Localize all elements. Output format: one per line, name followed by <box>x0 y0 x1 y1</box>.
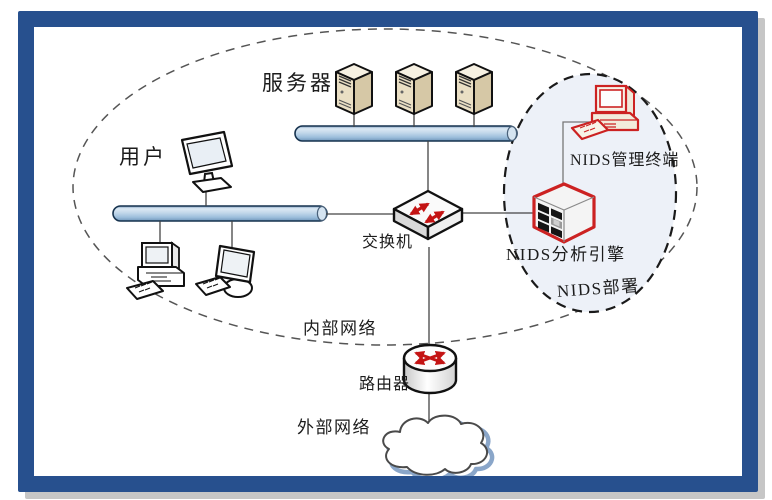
users-label: 用户 <box>119 145 167 169</box>
nids-engine-icon <box>532 182 596 244</box>
internal-network-label: 内部网络 <box>303 319 377 338</box>
nids-terminal-icon <box>570 84 640 141</box>
nids-zone-boundary <box>502 72 678 314</box>
cloud-icon <box>382 414 495 482</box>
router-label: 路由器 <box>359 376 411 393</box>
desktop-pc-icon <box>126 241 185 300</box>
switch-icon <box>392 189 464 241</box>
server-bus <box>294 125 518 142</box>
nids-terminal-label: NIDS管理终端 <box>570 152 680 169</box>
connector-engine-terminal <box>562 121 592 186</box>
server-icon <box>335 63 373 115</box>
router-icon <box>402 343 458 395</box>
monitor-icon <box>180 130 234 193</box>
switch-label: 交换机 <box>362 234 414 251</box>
nids-engine-label: NIDS分析引擎 <box>506 245 626 264</box>
server-icon <box>455 63 493 115</box>
servers-label: 服务器 <box>262 71 334 95</box>
user-bus <box>112 205 328 222</box>
monitor-keyboard-icon <box>195 244 256 298</box>
server-icon <box>395 63 433 115</box>
connector-lines <box>159 114 592 424</box>
internal-network-boundary <box>72 28 698 346</box>
external-network-label: 外部网络 <box>297 418 371 437</box>
